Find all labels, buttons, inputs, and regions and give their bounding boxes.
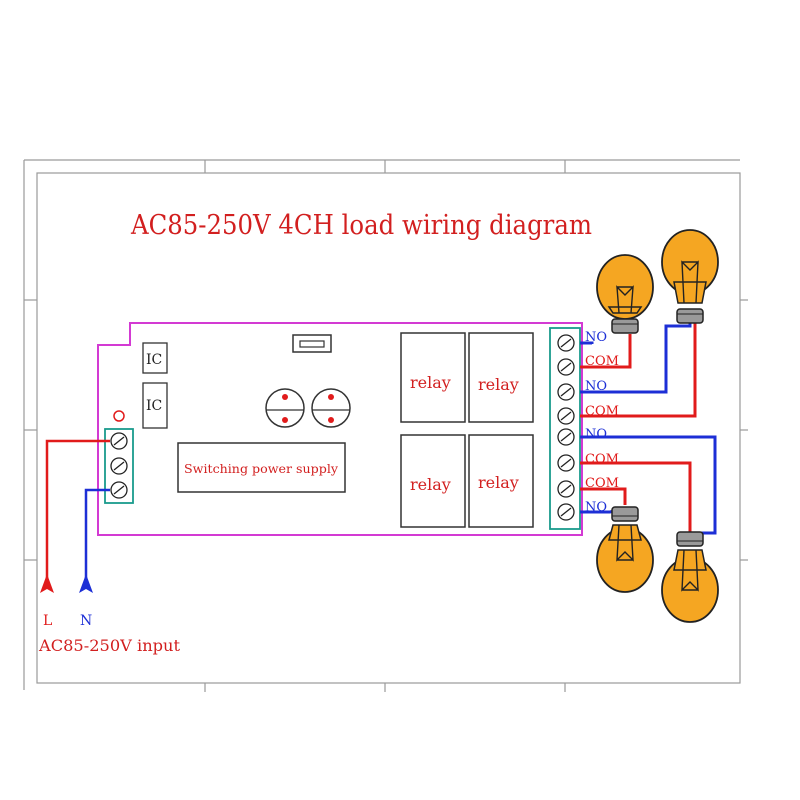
screw-terminal <box>557 454 575 472</box>
diagram-title: AC85-250V 4CH load wiring diagram <box>130 210 592 241</box>
load2-com-wire <box>580 319 697 418</box>
output-terminal-label: NO <box>585 500 607 515</box>
neutral-terminal-label: N <box>80 613 92 629</box>
load1-com-wire <box>580 334 632 369</box>
ic-chip-label: IC <box>146 398 162 414</box>
screw-terminal <box>110 432 128 450</box>
live-arrow-icon <box>40 574 54 593</box>
input-terminal-block <box>104 410 134 504</box>
output-terminal-label: NO <box>585 427 607 442</box>
load3-com-wire <box>580 461 692 533</box>
capacitor <box>265 388 305 428</box>
load3-no-wire <box>580 435 717 535</box>
relay: relay <box>400 434 466 528</box>
relay: relay <box>468 332 534 423</box>
light-bulb-icon <box>661 229 719 324</box>
ic-chip: IC <box>142 382 168 429</box>
relay-label: relay <box>410 373 451 392</box>
output-terminal-label: COM <box>585 404 619 419</box>
output-terminal-label: COM <box>585 354 619 369</box>
light-bulb-icon <box>596 506 654 593</box>
output-terminal-block <box>549 327 581 530</box>
diagram-frame <box>23 159 748 692</box>
output-terminal-label: COM <box>585 452 619 467</box>
ic-chip-label: IC <box>146 352 162 368</box>
screw-terminal <box>557 480 575 498</box>
light-bulb-icon <box>596 254 654 334</box>
load1-neutral-wire <box>580 341 594 345</box>
relay-label: relay <box>478 473 519 492</box>
neutral-arrow-icon <box>79 574 93 593</box>
screw-terminal <box>557 503 575 521</box>
live-input-wire <box>45 439 110 585</box>
live-terminal-label: L <box>43 613 52 629</box>
screw-terminal <box>110 457 128 475</box>
relay: relay <box>468 434 534 528</box>
relay: relay <box>400 332 466 423</box>
output-terminal-label: NO <box>585 330 607 345</box>
switching-power-supply: Switching power supply <box>177 442 346 493</box>
connector-slot <box>292 334 332 353</box>
light-bulb-icon <box>661 531 719 623</box>
output-terminal-label: COM <box>585 476 619 491</box>
screw-terminal <box>110 481 128 499</box>
neutral-input-wire <box>84 488 110 585</box>
screw-terminal <box>557 428 575 446</box>
power-supply-label: Switching power supply <box>184 462 338 476</box>
ic-chip: IC <box>142 342 168 374</box>
output-terminal-label: NO <box>585 379 607 394</box>
screw-terminal <box>557 383 575 401</box>
relay-label: relay <box>478 375 519 394</box>
input-voltage-label: AC85-250V input <box>38 636 181 655</box>
screw-terminal <box>557 358 575 376</box>
load4-com-wire <box>580 487 627 505</box>
controller-board <box>97 322 583 536</box>
screw-terminal <box>557 334 575 352</box>
relay-label: relay <box>410 475 451 494</box>
capacitor <box>311 388 351 428</box>
screw-terminal <box>557 407 575 425</box>
